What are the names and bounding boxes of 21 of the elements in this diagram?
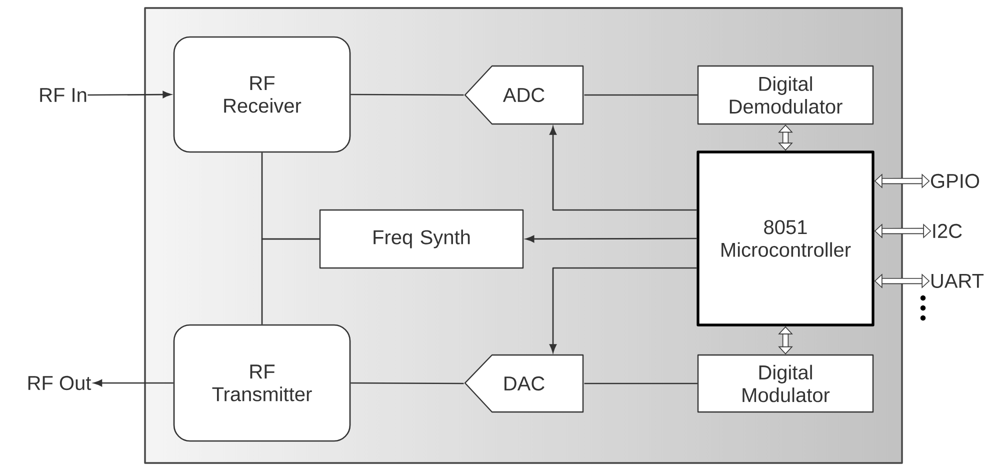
block-box: RF Transmitter [173,324,351,442]
block-box: Freq Synth [319,209,524,269]
signal-label: RF Out [28,376,92,390]
signal-line [350,94,464,96]
signal-label: RF In [40,88,86,102]
arrow [550,126,697,211]
arrow [88,91,172,98]
signal-line [584,94,698,96]
signal-line [350,382,464,384]
port-label: GPIO [931,174,980,188]
signal-line [584,382,698,384]
arrow [94,380,174,386]
arrow [550,267,697,353]
port-label: UART [932,274,984,288]
block-box: RF Receiver [173,36,351,153]
block-box: Digital Modulator [697,354,874,413]
signal-line [261,238,320,324]
processor-box: 8051 Microcontroller [696,150,874,326]
arrow [526,235,697,242]
port-label: I2C [933,224,962,238]
block-box: Digital Demodulator [697,65,874,125]
